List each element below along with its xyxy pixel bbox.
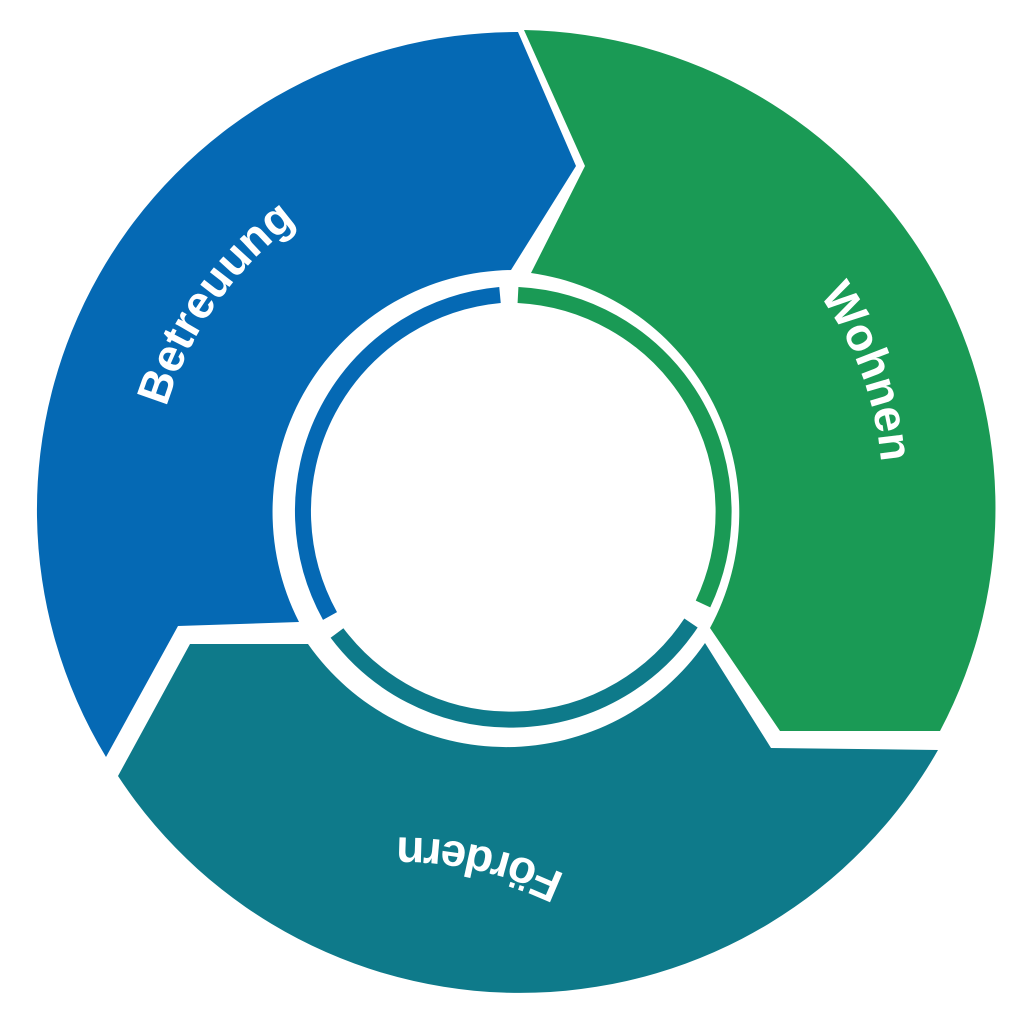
segment-betreuung — [36, 31, 577, 758]
inner-arc-wohnen — [517, 287, 732, 608]
segment-wohnen — [524, 30, 996, 731]
inner-arc-betreuung — [294, 287, 501, 620]
inner-arc-foerdern — [330, 618, 698, 728]
segment-foerdern — [118, 643, 938, 993]
